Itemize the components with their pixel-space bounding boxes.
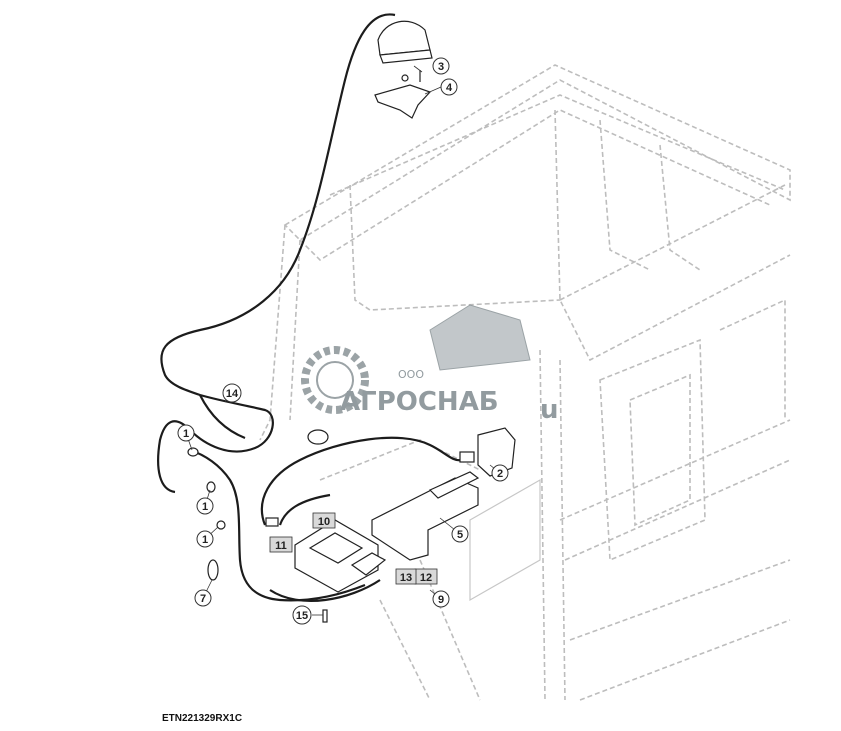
receiver-module: [294, 519, 387, 593]
svg-text:4: 4: [446, 82, 453, 94]
svg-text:10: 10: [318, 516, 330, 528]
cab-frame: [259, 64, 791, 701]
callout-7: 7: [194, 589, 212, 607]
antenna-dome: [377, 20, 433, 64]
svg-text:7: 7: [200, 593, 206, 605]
antenna-bracket: [374, 70, 432, 119]
svg-text:1: 1: [202, 534, 208, 546]
callout-15: 15: [292, 605, 312, 625]
svg-text:11: 11: [275, 540, 287, 552]
connector-housing: [459, 427, 516, 477]
svg-text:13: 13: [400, 572, 412, 584]
callout-13: 13: [395, 568, 417, 585]
svg-text:1: 1: [183, 428, 189, 440]
callout-12: 12: [414, 568, 438, 585]
svg-text:5: 5: [457, 529, 463, 541]
module-wiring: [260, 436, 463, 602]
callout-9: 9: [432, 590, 450, 608]
svg-text:14: 14: [226, 388, 239, 400]
callout-4: 4: [440, 78, 458, 96]
watermark-suffix: u: [540, 395, 559, 425]
callout-3: 3: [432, 57, 450, 75]
svg-text:3: 3: [438, 61, 444, 73]
callout-14: 14: [222, 383, 242, 403]
antenna-cable: [157, 13, 396, 602]
watermark-name: АГРОСНАБ: [340, 387, 499, 417]
callout-11: 11: [269, 536, 293, 553]
callout-10: 10: [312, 512, 336, 529]
svg-text:12: 12: [420, 572, 432, 584]
callout-1c: 1: [196, 530, 214, 548]
svg-text:2: 2: [497, 468, 503, 480]
svg-text:1: 1: [202, 501, 208, 513]
svg-text:15: 15: [296, 610, 308, 622]
watermark-logo: ООО АГРОСНАБ u: [301, 304, 559, 425]
mounting-bracket: [371, 471, 480, 561]
callout-1b: 1: [196, 497, 214, 515]
figure-id-label: ETN221329RX1C: [162, 713, 243, 724]
callout-5: 5: [451, 525, 469, 543]
svg-text:9: 9: [438, 594, 444, 606]
fittings: [187, 429, 329, 623]
watermark-prefix: ООО: [398, 368, 424, 381]
callout-1a: 1: [177, 424, 195, 442]
callout-2: 2: [491, 464, 509, 482]
